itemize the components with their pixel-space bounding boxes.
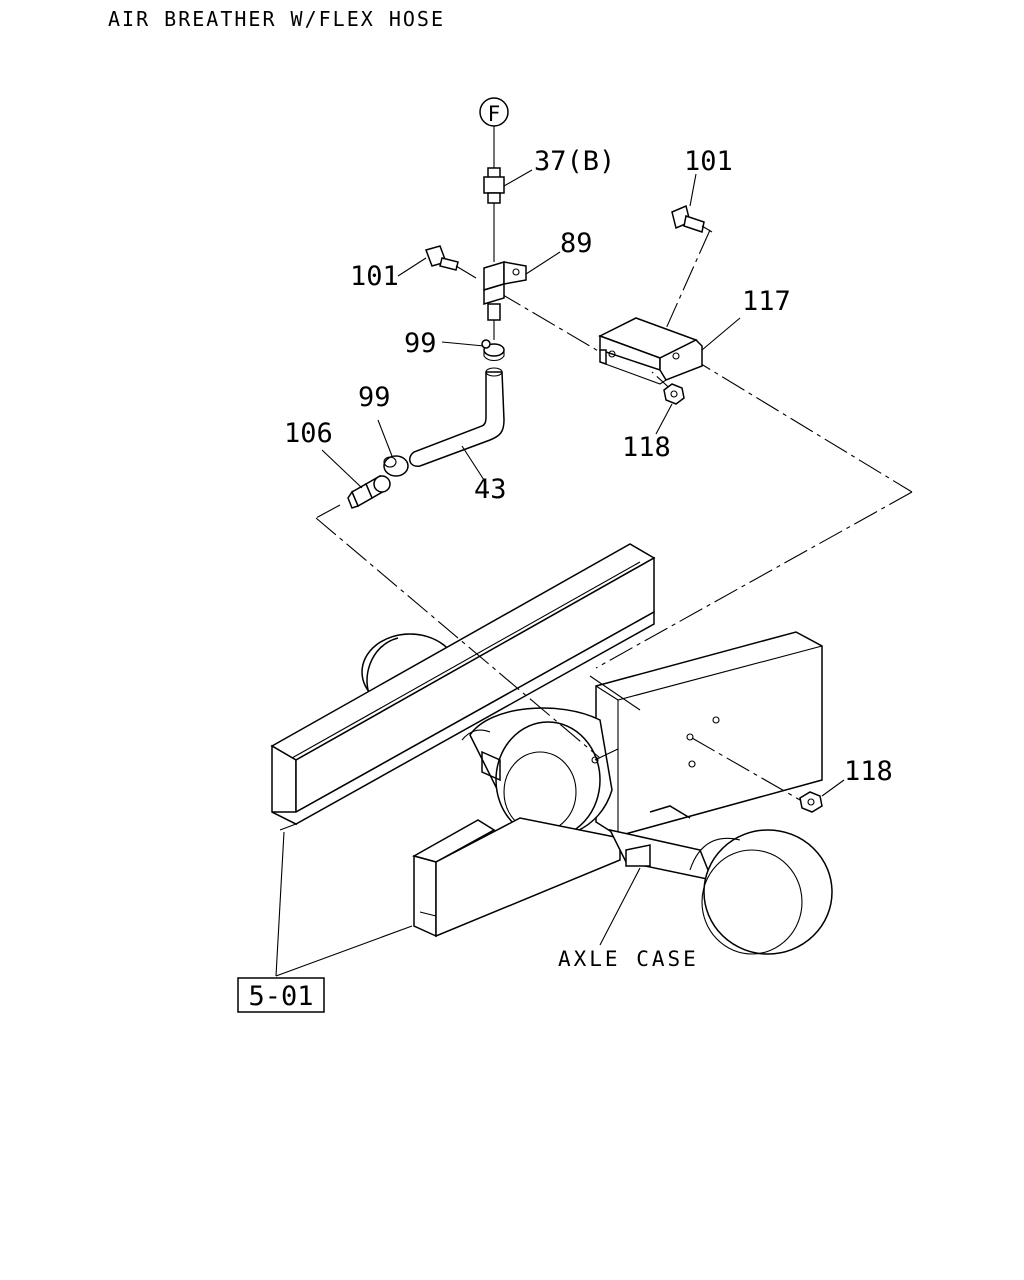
ref-box-label: 5-01 <box>248 981 313 1012</box>
assembly-center-lines <box>315 229 913 801</box>
part-106-air-breather <box>321 449 391 509</box>
callout-axle-case: AXLE CASE <box>558 947 699 971</box>
upper-frame-rail <box>270 543 656 831</box>
part-101-bolt-left <box>397 245 477 279</box>
callout-117: 117 <box>742 286 791 317</box>
callout-101-left: 101 <box>350 261 399 292</box>
diagram-title: AIR BREATHER W/FLEX HOSE <box>108 7 445 31</box>
callout-89: 89 <box>560 228 593 259</box>
axle-beam <box>589 631 823 837</box>
f-marker-label: F <box>488 102 501 126</box>
reference-5-01: 5-01 <box>237 831 413 1013</box>
callout-118-top: 118 <box>622 432 671 463</box>
callout-106: 106 <box>284 418 333 449</box>
part-89-clip <box>483 251 561 340</box>
differential-cover <box>461 707 613 839</box>
callout-118-right: 118 <box>844 756 893 787</box>
chassis-frame-assembly <box>270 543 833 955</box>
part-118-nut-right <box>799 779 845 813</box>
callout-43: 43 <box>474 474 507 505</box>
callout-37b: 37(B) <box>534 146 615 177</box>
part-118-nut-top <box>655 383 685 435</box>
lower-frame-rail <box>412 817 621 938</box>
part-101-bolt-top <box>671 173 713 233</box>
part-43-flex-hose <box>409 367 505 481</box>
axle-tube-hub <box>608 805 833 955</box>
callout-99-upper: 99 <box>404 328 437 359</box>
f-connection-marker: F <box>479 97 509 168</box>
callout-101-top: 101 <box>684 146 733 177</box>
callout-99-lower: 99 <box>358 382 391 413</box>
part-99-clamp-lower <box>377 419 409 477</box>
part-99-clamp-upper <box>441 339 505 362</box>
part-117-bracket <box>598 317 741 385</box>
part-37b-connector <box>483 167 533 262</box>
